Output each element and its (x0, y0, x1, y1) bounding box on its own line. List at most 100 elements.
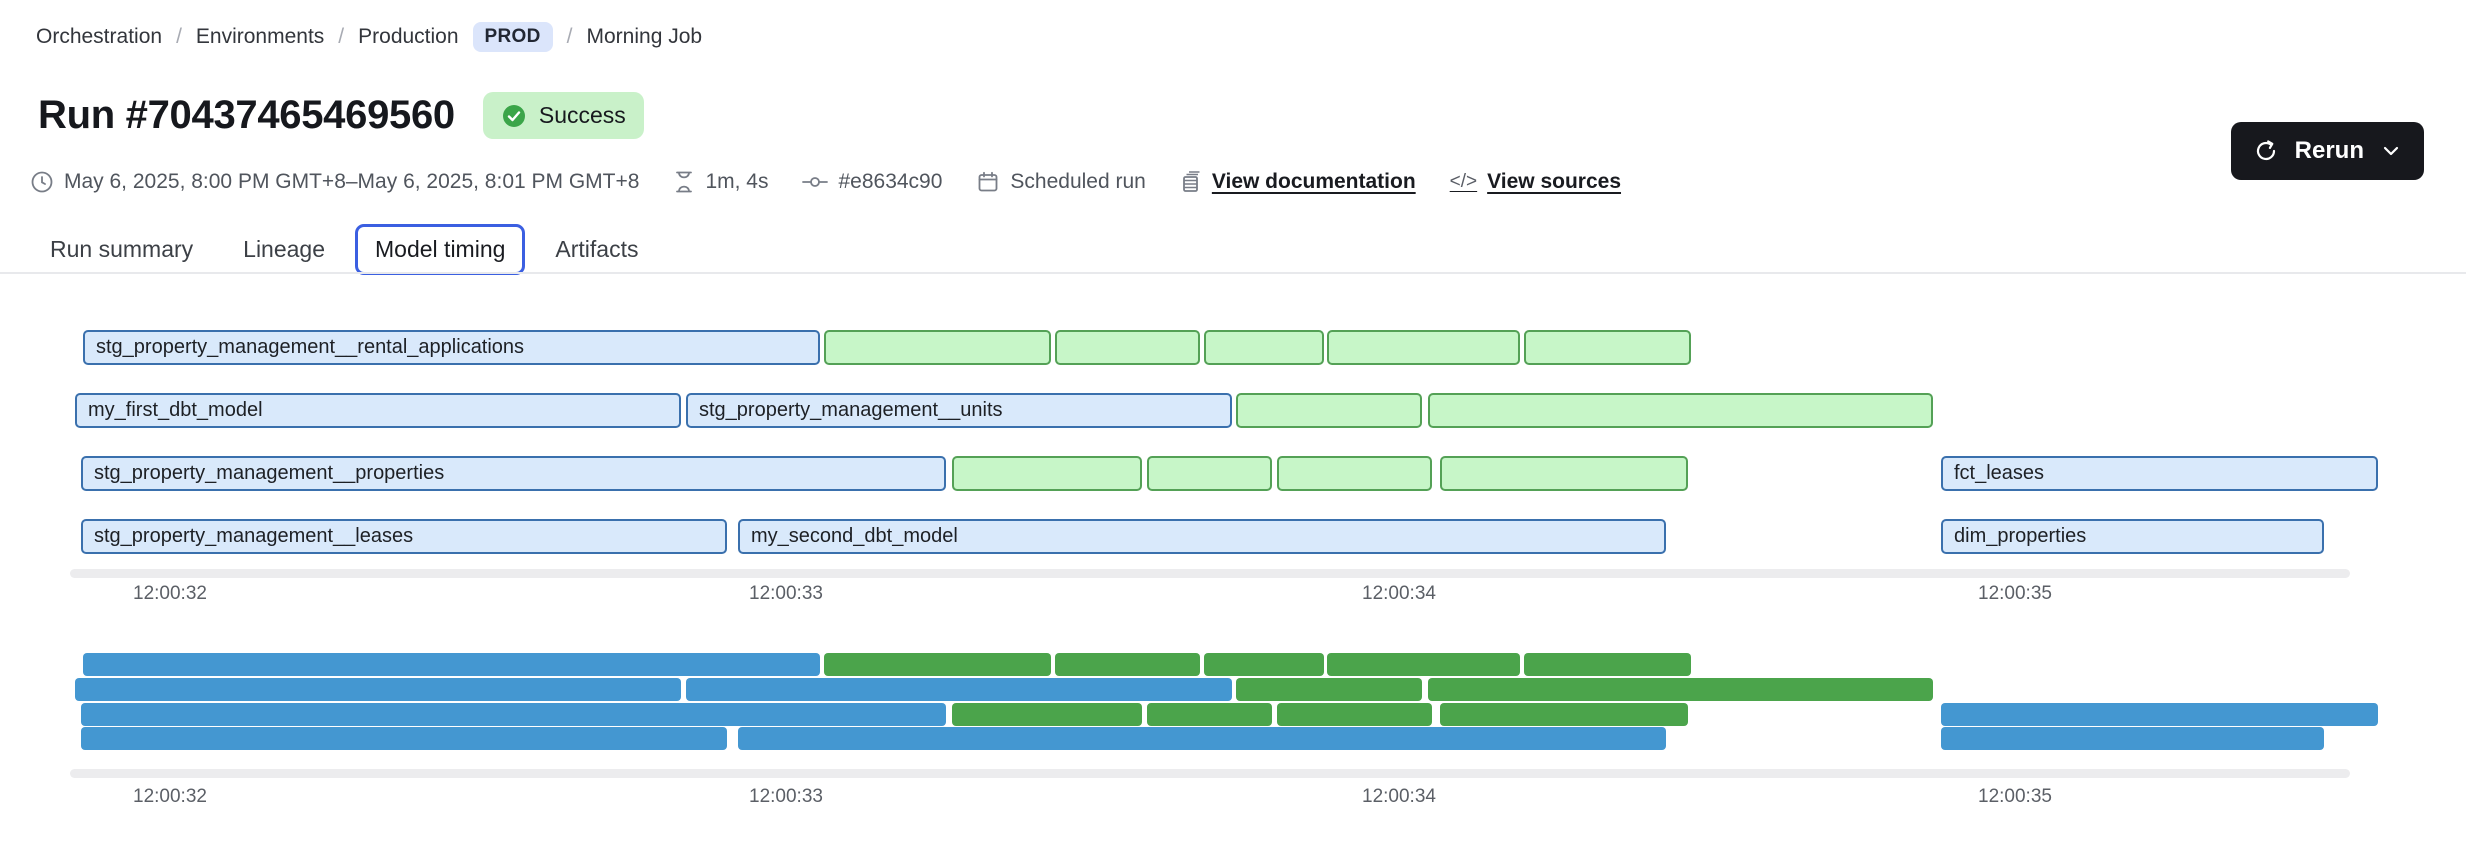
gantt-bar-fct_leases[interactable] (1941, 703, 2378, 726)
gantt-main: stg_property_management__rental_applicat… (0, 330, 2466, 555)
gantt-overview-scrollbar[interactable] (70, 769, 2350, 778)
axis-tick-label: 12:00:32 (133, 786, 207, 807)
gantt-bar[interactable] (1524, 653, 1691, 676)
gantt-row: stg_property_management__properties fct_l… (0, 456, 2466, 491)
gantt-bar[interactable] (1327, 330, 1520, 365)
breadcrumb: Orchestration / Environments / Productio… (36, 22, 702, 52)
view-documentation-link[interactable]: View documentation (1180, 170, 1416, 194)
gantt-bar-label: stg_property_management__units (699, 399, 1003, 421)
tab-run-summary[interactable]: Run summary (50, 236, 194, 262)
gantt-bar[interactable] (1147, 456, 1272, 491)
axis-tick-label: 12:00:32 (133, 583, 207, 604)
gantt-bar-fct_leases[interactable]: fct_leases (1941, 456, 2378, 491)
run-time-range: May 6, 2025, 8:00 PM GMT+8–May 6, 2025, … (30, 170, 639, 194)
gantt-bar[interactable] (1147, 703, 1272, 726)
gantt-bar[interactable] (1277, 703, 1432, 726)
status-badge-label: Success (538, 102, 626, 128)
gantt-bar[interactable] (1236, 678, 1422, 701)
gantt-bar-label: my_first_dbt_model (88, 399, 263, 421)
gantt-bar[interactable] (1428, 678, 1933, 701)
title-row: Run #70437465469560 Success (38, 92, 644, 139)
breadcrumb-separator: / (566, 25, 573, 48)
axis-tick-label: 12:00:34 (1362, 583, 1436, 604)
gantt-bar-stg_property_management__units[interactable]: stg_property_management__units (686, 393, 1232, 428)
gantt-bar-label: dim_properties (1954, 525, 2087, 547)
axis-tick-label: 12:00:34 (1362, 786, 1436, 807)
tab-lineage[interactable]: Lineage (243, 236, 326, 262)
code-icon: </> (1449, 171, 1478, 192)
gantt-bar-stg_property_management__rental_applications[interactable] (83, 653, 820, 676)
view-documentation-label: View documentation (1211, 170, 1416, 193)
gantt-bar-stg_property_management__leases[interactable]: stg_property_management__leases (81, 519, 727, 554)
gantt-bar[interactable] (1055, 330, 1200, 365)
chevron-down-icon[interactable] (2380, 140, 2402, 162)
run-meta-row: May 6, 2025, 8:00 PM GMT+8–May 6, 2025, … (30, 170, 1621, 194)
gantt-bar[interactable] (1428, 393, 1933, 428)
breadcrumb-environments[interactable]: Environments (195, 25, 325, 48)
tab-bar: Run summary Lineage Model timing Artifac… (30, 224, 658, 275)
run-duration-text: 1m, 4s (705, 170, 769, 193)
commit-hash: #e8634c90 (802, 170, 942, 194)
gantt-bar-label: stg_property_management__leases (94, 525, 414, 547)
gantt-bar-my_first_dbt_model[interactable] (75, 678, 681, 701)
gantt-bar-my_second_dbt_model[interactable] (738, 727, 1666, 750)
gantt-bar-stg_property_management__rental_applications[interactable]: stg_property_management__rental_applicat… (83, 330, 820, 365)
gantt-row: stg_property_management__rental_applicat… (0, 330, 2466, 365)
gantt-bar[interactable] (1440, 703, 1688, 726)
gantt-bar-my_first_dbt_model[interactable]: my_first_dbt_model (75, 393, 681, 428)
gantt-bar[interactable] (1277, 456, 1432, 491)
gantt-bar[interactable] (1440, 456, 1688, 491)
gantt-bar-label: fct_leases (1954, 462, 2045, 484)
gantt-bar[interactable] (1055, 653, 1200, 676)
gantt-overview-axis: 12:00:32 12:00:33 12:00:34 12:00:35 (0, 786, 2466, 810)
rerun-button-label: Rerun (2294, 137, 2364, 164)
breadcrumb-separator: / (338, 25, 345, 48)
status-badge: Success (482, 92, 644, 139)
gantt-overview[interactable] (0, 653, 2466, 753)
gantt-bar[interactable] (952, 456, 1142, 491)
gantt-row (0, 653, 2466, 676)
tab-model-timing[interactable]: Model timing (355, 224, 526, 275)
gantt-bar[interactable] (1204, 330, 1324, 365)
gantt-row (0, 703, 2466, 726)
environment-badge: PROD (472, 22, 553, 52)
gantt-main-scrollbar[interactable] (70, 569, 2350, 578)
commit-hash-text: #e8634c90 (838, 170, 943, 193)
gantt-bar[interactable] (1236, 393, 1422, 428)
gantt-bar-stg_property_management__units[interactable] (686, 678, 1232, 701)
gantt-bar-label: stg_property_management__rental_applicat… (96, 336, 525, 358)
gantt-row (0, 727, 2466, 750)
calendar-icon (976, 170, 1000, 194)
gantt-row: my_first_dbt_model stg_property_managemen… (0, 393, 2466, 428)
gantt-bar-dim_properties[interactable] (1941, 727, 2324, 750)
axis-tick-label: 12:00:35 (1978, 786, 2052, 807)
commit-icon (802, 170, 829, 194)
gantt-bar-label: my_second_dbt_model (751, 525, 958, 547)
gantt-bar[interactable] (1327, 653, 1520, 676)
tab-artifacts[interactable]: Artifacts (555, 236, 639, 262)
axis-tick-label: 12:00:35 (1978, 583, 2052, 604)
view-sources-link[interactable]: </> View sources (1450, 170, 1621, 194)
gantt-bar[interactable] (1524, 330, 1691, 365)
gantt-bar-stg_property_management__leases[interactable] (81, 727, 727, 750)
clock-icon (30, 170, 54, 194)
axis-tick-label: 12:00:33 (749, 786, 823, 807)
gantt-main-axis: 12:00:32 12:00:33 12:00:34 12:00:35 (0, 583, 2466, 607)
run-time-range-text: May 6, 2025, 8:00 PM GMT+8–May 6, 2025, … (64, 170, 640, 193)
gantt-bar-dim_properties[interactable]: dim_properties (1941, 519, 2324, 554)
gantt-bar-stg_property_management__properties[interactable]: stg_property_management__properties (81, 456, 946, 491)
gantt-bar-my_second_dbt_model[interactable]: my_second_dbt_model (738, 519, 1666, 554)
rerun-button[interactable]: Rerun (2230, 122, 2424, 180)
gantt-bar-stg_property_management__properties[interactable] (81, 703, 946, 726)
gantt-bar[interactable] (824, 330, 1051, 365)
gantt-bar[interactable] (1204, 653, 1324, 676)
breadcrumb-separator: / (176, 25, 182, 48)
gantt-bar-label: stg_property_management__properties (94, 462, 445, 484)
gantt-bar[interactable] (824, 653, 1051, 676)
axis-tick-label: 12:00:33 (749, 583, 823, 604)
breadcrumb-production[interactable]: Production (358, 25, 459, 48)
breadcrumb-orchestration[interactable]: Orchestration (36, 25, 163, 48)
hourglass-icon (673, 170, 695, 194)
gantt-bar[interactable] (952, 703, 1142, 726)
breadcrumb-morning-job[interactable]: Morning Job (586, 25, 703, 48)
